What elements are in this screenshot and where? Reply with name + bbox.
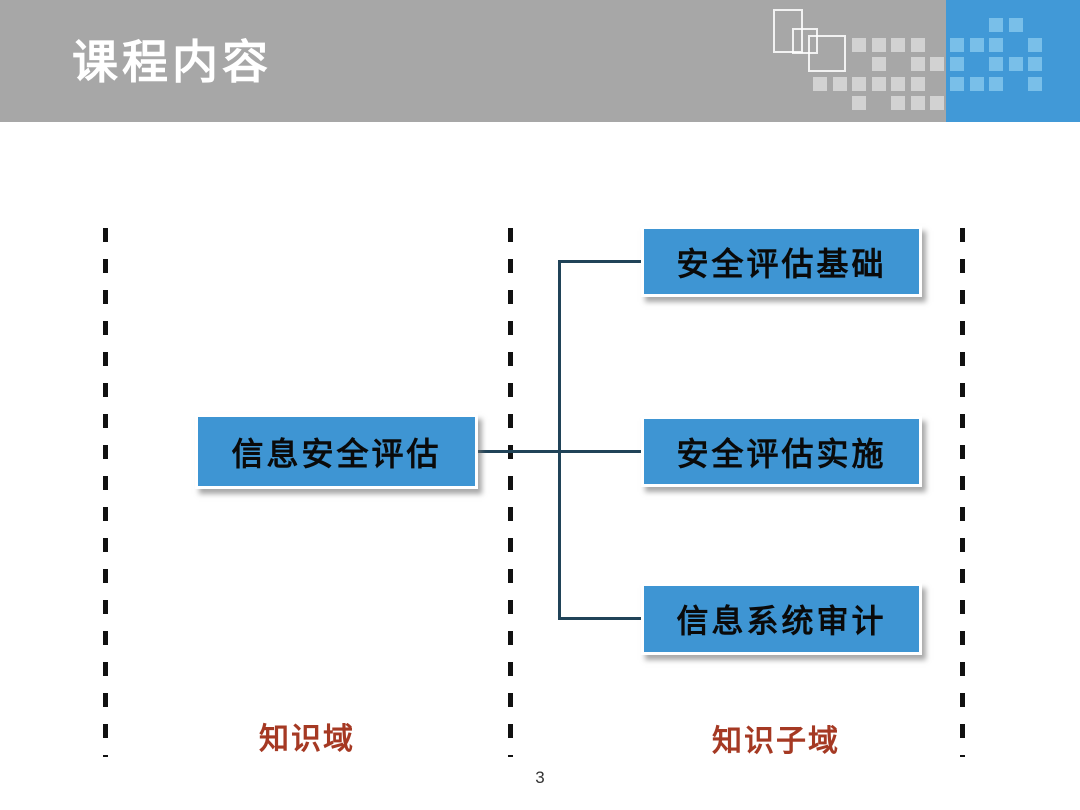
decor-outline-square	[808, 35, 846, 72]
column-label-knowledge-domain: 知识域	[259, 723, 355, 756]
node-knowledge-domain-label: 信息安全评估	[231, 435, 442, 472]
decor-mosaic-square	[1028, 37, 1042, 52]
decor-mosaic-square	[871, 76, 886, 91]
dashed-separator-right	[960, 228, 965, 757]
decor-mosaic-square	[989, 57, 1003, 71]
connector-vertical-trunk	[558, 260, 561, 620]
decor-mosaic-square	[950, 37, 964, 52]
decor-mosaic-square	[1008, 57, 1023, 71]
decor-mosaic-square	[910, 96, 925, 110]
dashed-separator-left	[103, 228, 108, 757]
decor-mosaic-square	[930, 57, 944, 71]
decor-mosaic-square	[930, 96, 944, 110]
decor-outline-square	[792, 28, 818, 54]
decor-mosaic-square	[969, 37, 984, 52]
decor-mosaic-square	[871, 57, 886, 71]
decor-mosaic-square	[910, 37, 925, 52]
page-number: 3	[535, 768, 545, 787]
dashed-separator-middle	[508, 228, 513, 757]
decor-mosaic-square	[989, 37, 1003, 52]
node-subdomain-assessment-basics-label: 安全评估基础	[676, 245, 887, 282]
decor-mosaic-square	[1028, 76, 1042, 91]
header-bar: 课程内容	[0, 0, 1080, 122]
decor-mosaic-square	[989, 18, 1003, 32]
node-subdomain-information-system-audit-label: 信息系统审计	[676, 603, 887, 639]
node-subdomain-information-system-audit: 信息系统审计	[641, 583, 922, 655]
node-knowledge-domain: 信息安全评估	[195, 414, 478, 489]
decor-mosaic-square	[910, 76, 925, 91]
connector-bottom-branch	[558, 617, 643, 620]
node-subdomain-assessment-implementation: 安全评估实施	[641, 416, 922, 487]
slide-title: 课程内容	[72, 36, 272, 88]
connector-top-branch	[558, 260, 643, 263]
decor-mosaic-square	[950, 76, 964, 91]
decor-mosaic-square	[852, 37, 866, 52]
decor-mosaic-square	[891, 96, 905, 110]
decor-mosaic-square	[950, 57, 964, 71]
node-subdomain-assessment-basics: 安全评估基础	[641, 226, 922, 297]
decor-mosaic-square	[891, 37, 905, 52]
decor-mosaic-square	[1008, 18, 1023, 32]
column-label-knowledge-subdomain: 知识子域	[712, 725, 840, 758]
decor-mosaic-square	[891, 76, 905, 91]
decor-mosaic-square	[852, 76, 866, 91]
decor-mosaic-square	[910, 57, 925, 71]
decor-mosaic-square	[969, 76, 984, 91]
decor-mosaic-square	[1028, 57, 1042, 71]
node-subdomain-assessment-implementation-label: 安全评估实施	[676, 435, 887, 472]
decor-mosaic-square	[989, 76, 1003, 91]
decor-mosaic-square	[832, 76, 847, 91]
decor-mosaic-square	[852, 96, 866, 110]
decor-mosaic-square	[813, 76, 827, 91]
decor-outline-square	[773, 9, 803, 53]
decor-mosaic-square	[871, 37, 886, 52]
